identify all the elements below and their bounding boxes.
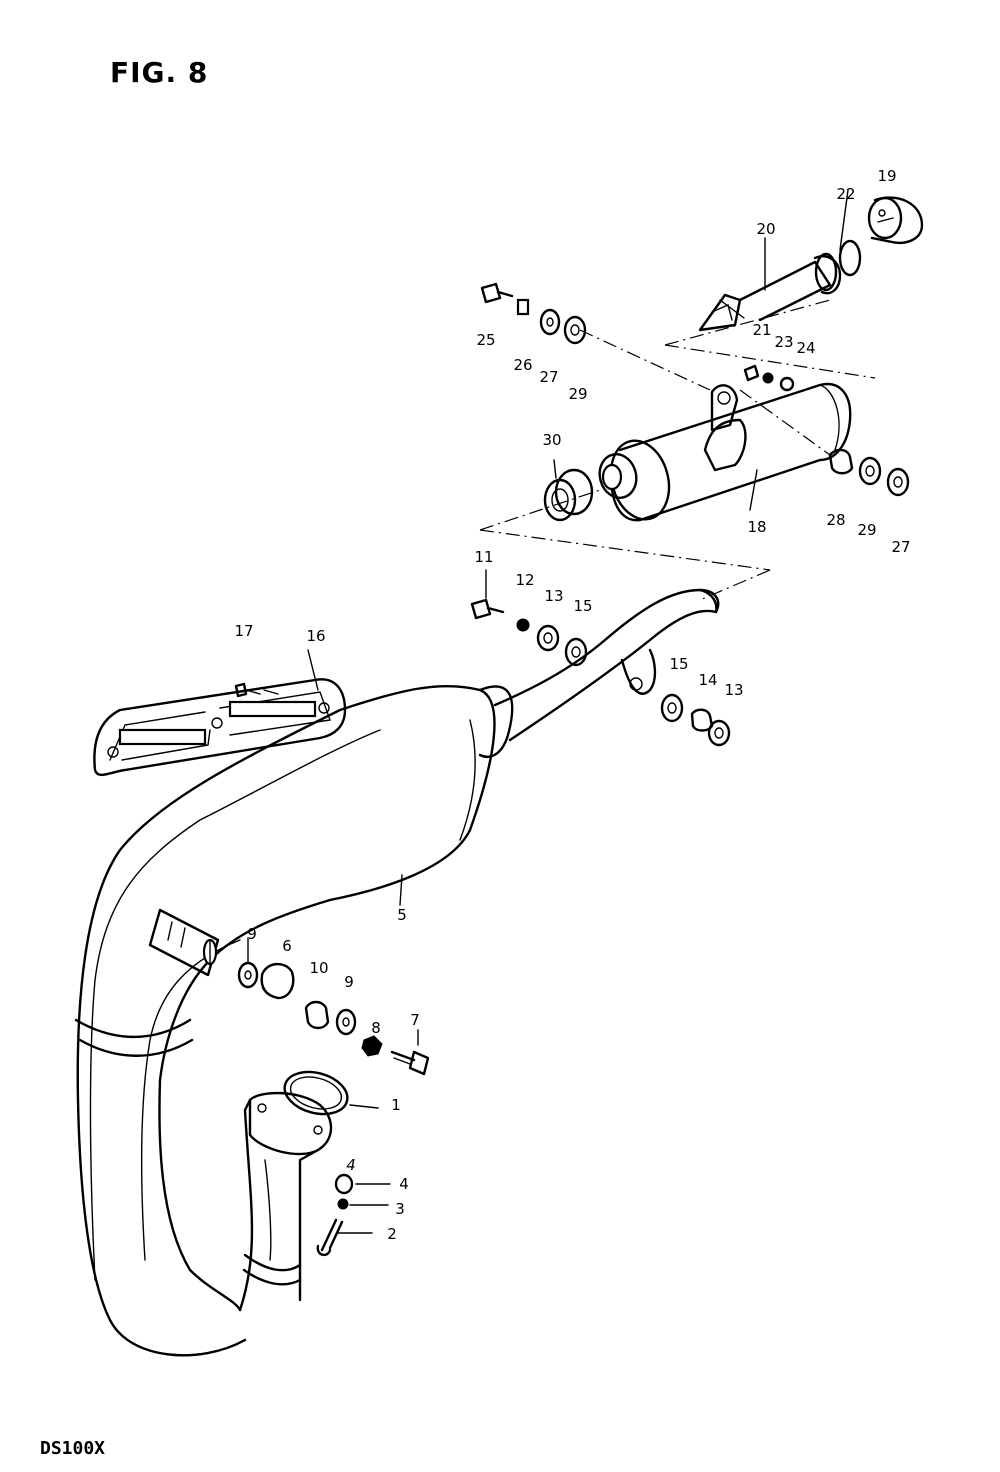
model-code: DS100X bbox=[40, 1438, 106, 1459]
label-part-5: 5 bbox=[397, 906, 407, 924]
label-part-8: 8 bbox=[371, 1019, 381, 1037]
label-part-10: 10 bbox=[309, 959, 329, 977]
label-part-13-right: 13 bbox=[724, 681, 744, 699]
label-part-24: 24 bbox=[796, 339, 816, 357]
label-part-27-right: 27 bbox=[891, 538, 911, 556]
label-part-2: 2 bbox=[387, 1225, 397, 1243]
label-part-22: 22 bbox=[836, 185, 856, 203]
label-part-29-upper: 29 bbox=[568, 385, 588, 403]
label-part-9-left: 9 bbox=[247, 925, 257, 943]
label-part-29-right: 29 bbox=[857, 521, 877, 539]
label-part-18: 18 bbox=[747, 518, 767, 536]
label-part-6: 6 bbox=[282, 937, 292, 955]
label-part-20: 20 bbox=[756, 220, 776, 238]
label-part-23: 23 bbox=[774, 333, 794, 351]
label-part-17: 17 bbox=[234, 622, 254, 640]
figure-title: FIG. 8 bbox=[110, 56, 209, 89]
label-part-7: 7 bbox=[410, 1011, 420, 1029]
silencer-part-18 bbox=[598, 382, 852, 522]
label-part-1: 1 bbox=[391, 1096, 401, 1114]
label-part-19: 19 bbox=[877, 167, 897, 185]
fasteners-middle bbox=[234, 598, 731, 747]
label-part-26: 26 bbox=[513, 356, 533, 374]
label-part-13-left: 13 bbox=[544, 587, 564, 605]
end-cap-part-19 bbox=[867, 196, 924, 244]
spark-arrester-part-20 bbox=[698, 252, 842, 332]
label-part-30: 30 bbox=[542, 431, 562, 449]
label-part-11: 11 bbox=[474, 548, 494, 566]
label-part-28: 28 bbox=[826, 511, 846, 529]
label-part-3: 3 bbox=[395, 1200, 405, 1218]
label-part-12: 12 bbox=[515, 571, 535, 589]
label-part-25: 25 bbox=[476, 331, 496, 349]
label-part-15-left: 15 bbox=[573, 597, 593, 615]
fasteners-lower bbox=[237, 961, 430, 1257]
label-part-15-right: 15 bbox=[669, 655, 689, 673]
label-part-4-marker: 4 bbox=[346, 1156, 356, 1174]
exhaust-pipe-part-5 bbox=[74, 588, 720, 1357]
fasteners-upper bbox=[480, 282, 910, 522]
leader-lines bbox=[247, 189, 849, 1234]
heat-shield-part-16 bbox=[93, 678, 347, 777]
label-part-9-right: 9 bbox=[344, 973, 354, 991]
label-part-14: 14 bbox=[698, 671, 718, 689]
label-part-27-upper: 27 bbox=[539, 368, 559, 386]
label-part-4: 4 bbox=[399, 1175, 409, 1193]
gasket-ring-part-22 bbox=[838, 239, 862, 277]
alignment-lines bbox=[479, 299, 876, 601]
label-part-16: 16 bbox=[306, 627, 326, 645]
label-part-21: 21 bbox=[752, 321, 772, 339]
